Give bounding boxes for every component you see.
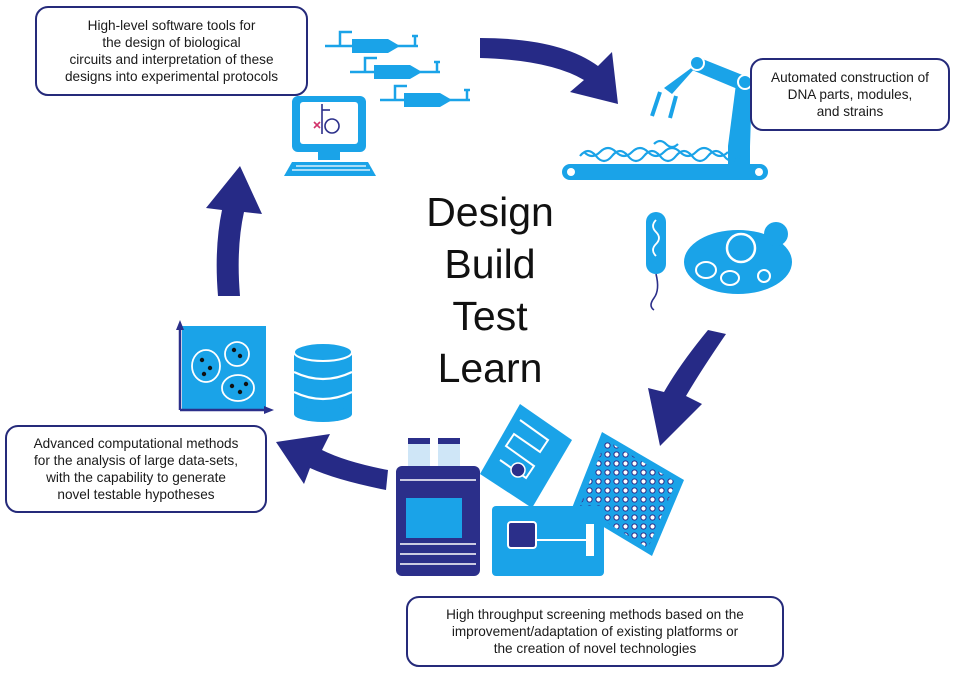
- arrow-test-to-learn: [276, 434, 388, 490]
- callout-test-line: the creation of novel technologies: [493, 641, 697, 656]
- yeast-cell-icon: [684, 222, 792, 294]
- well-plate-icon: [572, 432, 684, 556]
- callout-build: Automated construction of DNA parts, mod…: [750, 58, 950, 131]
- callout-learn-line: with the capability to generate: [46, 470, 226, 485]
- callout-test: High throughput screening methods based …: [406, 596, 784, 667]
- cell-sorter-icon: [492, 506, 604, 576]
- callout-learn: Advanced computational methods for the a…: [5, 425, 267, 513]
- callout-build-line: and strains: [816, 104, 884, 119]
- gene-circuit-coding-blocks: [352, 39, 452, 107]
- cycle-arrows: [206, 38, 726, 490]
- bacterium-icon: [646, 212, 666, 311]
- callout-test-line: High throughput screening methods based …: [446, 607, 744, 622]
- callout-design-line: circuits and interpretation of these: [69, 52, 274, 67]
- computer-icon: [284, 96, 376, 176]
- microfluidic-chip-icon: [480, 404, 572, 508]
- callout-learn-line: Advanced computational methods: [33, 436, 239, 451]
- database-icon: [293, 342, 353, 422]
- callout-test-line: improvement/adaptation of existing platf…: [451, 624, 739, 639]
- arrow-build-to-test: [648, 330, 726, 446]
- arrow-design-to-build: [480, 38, 618, 104]
- cycle-labels: Design Build Test Learn: [390, 186, 590, 394]
- callout-learn-line: for the analysis of large data-sets,: [33, 453, 238, 468]
- callout-design: High-level software tools for the design…: [35, 6, 308, 96]
- cycle-word-build: Build: [444, 241, 536, 287]
- cycle-word-test: Test: [452, 293, 528, 339]
- callout-design-line: designs into experimental protocols: [64, 69, 279, 84]
- callout-learn-line: novel testable hypotheses: [57, 487, 215, 502]
- cycle-word-design: Design: [426, 189, 554, 235]
- callout-design-line: High-level software tools for: [87, 18, 256, 33]
- lab-instrument-icon: [396, 438, 480, 576]
- callout-build-line: Automated construction of: [771, 70, 929, 85]
- scatter-plot-icon: [176, 320, 274, 414]
- callout-design-line: the design of biological: [102, 35, 241, 50]
- callout-build-line: DNA parts, modules,: [787, 87, 913, 102]
- robot-arm-icon: [562, 55, 768, 180]
- cycle-word-learn: Learn: [437, 345, 543, 391]
- arrow-learn-to-design: [206, 166, 262, 296]
